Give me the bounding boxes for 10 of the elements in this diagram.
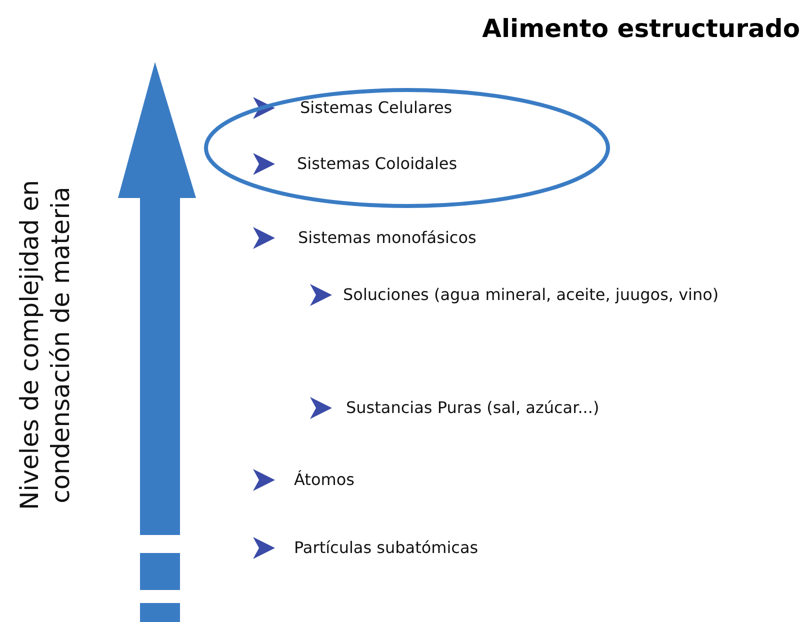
list-item-text: Sistemas Coloidales [297,154,458,174]
list-item-text: Sustancias Puras (sal, azúcar...) [346,398,600,418]
list-item-text: Sistemas Celulares [300,98,452,118]
highlight-ellipse [204,88,610,208]
list-item-text: Soluciones (agua mineral, aceite, juugos, vino) [343,285,719,305]
title: Alimento estructurado [482,14,800,43]
list-item-text: Átomos [294,470,354,490]
axis-label: Niveles de complejidad en condensación de materia [14,178,76,512]
list-item-text: Sistemas monofásicos [298,228,476,248]
list-item-text: Partículas subatómicas [294,538,478,558]
